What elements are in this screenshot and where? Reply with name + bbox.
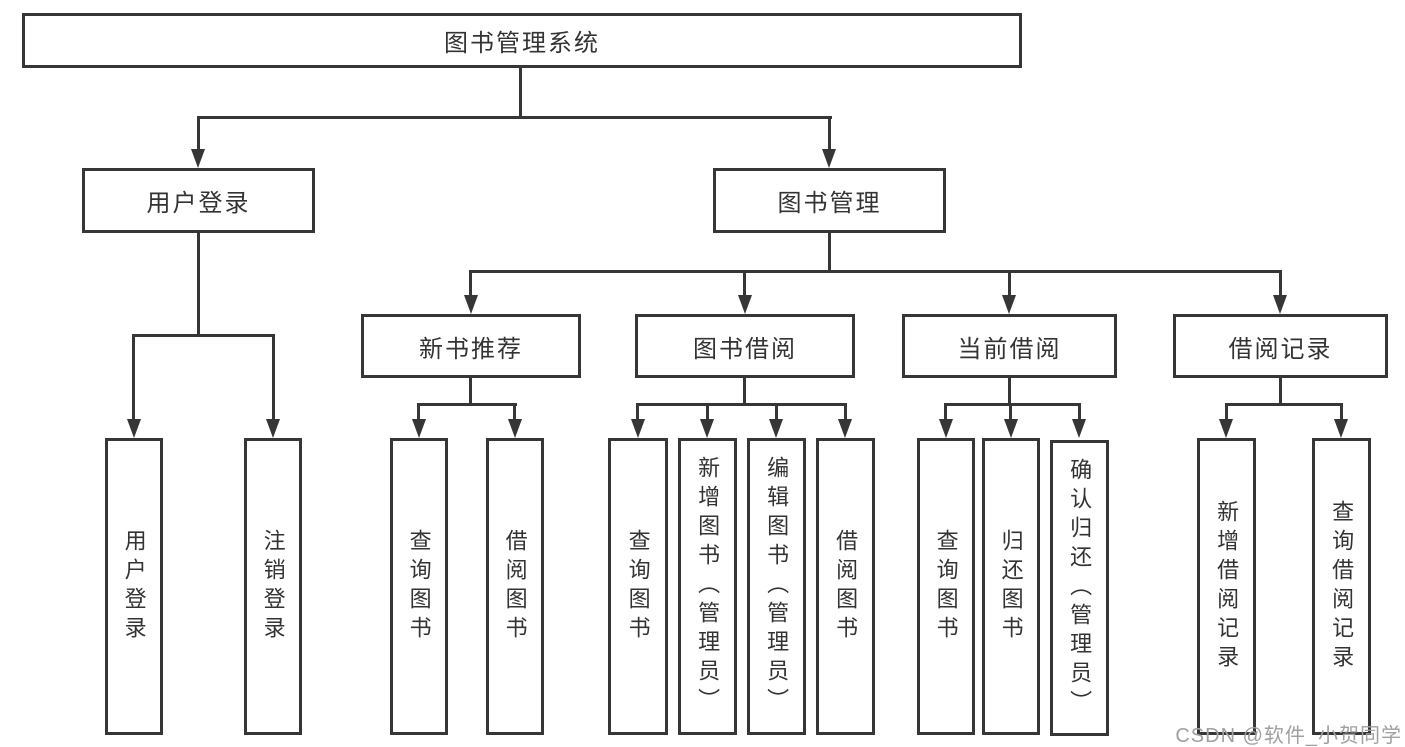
connector-arrowhead <box>464 295 478 314</box>
node-book-borrow: 图书借阅 <box>635 314 855 378</box>
connector-vline <box>775 403 778 421</box>
connector-vline <box>1009 403 1012 421</box>
connector-vline <box>132 334 135 421</box>
connector-arrowhead <box>1273 295 1287 314</box>
node-return-book: 归还图书 <box>982 438 1040 735</box>
connector-arrowhead <box>838 419 852 438</box>
connector-arrowhead <box>738 295 752 314</box>
connector-arrowhead <box>822 149 836 168</box>
connector-hline <box>469 270 1282 273</box>
connector-vline <box>469 270 472 298</box>
node-borrow-book-recommend: 借阅图书 <box>486 438 544 735</box>
node-query-book-recommend: 查询图书 <box>390 438 448 735</box>
connector-vline <box>706 403 709 421</box>
connector-vline <box>828 233 831 272</box>
connector-arrowhead <box>939 419 953 438</box>
node-new-book-recommend: 新书推荐 <box>361 314 581 378</box>
connector-vline <box>1008 378 1011 405</box>
node-confirm-return-admin: 确认归还（管理员） <box>1050 440 1109 736</box>
connector-arrowhead <box>127 419 141 438</box>
connector-arrowhead <box>1072 419 1086 438</box>
connector-arrowhead <box>700 419 714 438</box>
connector-vline <box>636 403 639 421</box>
connector-vline <box>1340 403 1343 421</box>
connector-vline <box>743 270 746 298</box>
connector-vline <box>1279 378 1282 405</box>
connector-hline <box>1225 403 1343 406</box>
node-edit-book-admin: 编辑图书（管理员） <box>747 438 806 735</box>
connector-arrowhead <box>191 149 205 168</box>
connector-hline <box>636 403 847 406</box>
connector-hline <box>132 334 275 337</box>
connector-hline <box>197 116 832 119</box>
node-root: 图书管理系统 <box>22 13 1022 68</box>
node-add-borrow-record: 新增借阅记录 <box>1197 438 1256 735</box>
connector-vline <box>944 403 947 421</box>
connector-vline <box>519 68 522 118</box>
connector-arrowhead <box>1004 419 1018 438</box>
connector-arrowhead <box>508 419 522 438</box>
connector-arrowhead <box>631 419 645 438</box>
connector-vline <box>844 403 847 421</box>
node-book-management: 图书管理 <box>713 168 946 233</box>
node-user-login-action: 用户登录 <box>105 438 163 735</box>
connector-arrowhead <box>412 419 426 438</box>
connector-arrowhead <box>266 419 280 438</box>
node-borrow-records: 借阅记录 <box>1173 314 1388 378</box>
connector-vline <box>1279 270 1282 298</box>
connector-arrowhead <box>769 419 783 438</box>
connector-hline <box>944 403 1081 406</box>
connector-vline <box>743 378 746 405</box>
connector-vline <box>272 334 275 421</box>
node-logout-action: 注销登录 <box>244 438 302 735</box>
connector-vline <box>1225 403 1228 421</box>
connector-vline <box>1008 270 1011 298</box>
node-user-login: 用户登录 <box>82 168 315 233</box>
connector-vline <box>513 403 516 421</box>
connector-vline <box>469 378 472 405</box>
node-query-borrow-record: 查询借阅记录 <box>1312 438 1371 735</box>
node-query-book-current: 查询图书 <box>917 438 975 735</box>
connector-hline <box>417 403 517 406</box>
node-borrow-book: 借阅图书 <box>816 438 875 735</box>
connector-arrowhead <box>1219 419 1233 438</box>
connector-vline <box>1078 403 1081 421</box>
connector-vline <box>417 403 420 421</box>
connector-vline <box>197 233 200 336</box>
watermark: CSDN @软件_小贺同学 <box>1175 725 1402 747</box>
node-add-book-admin: 新增图书（管理员） <box>678 438 737 735</box>
node-current-borrow: 当前借阅 <box>902 314 1117 378</box>
connector-arrowhead <box>1002 295 1016 314</box>
connector-vline <box>828 116 831 151</box>
node-query-book-borrow: 查询图书 <box>608 438 668 735</box>
connector-vline <box>197 116 200 151</box>
connector-arrowhead <box>1334 419 1348 438</box>
